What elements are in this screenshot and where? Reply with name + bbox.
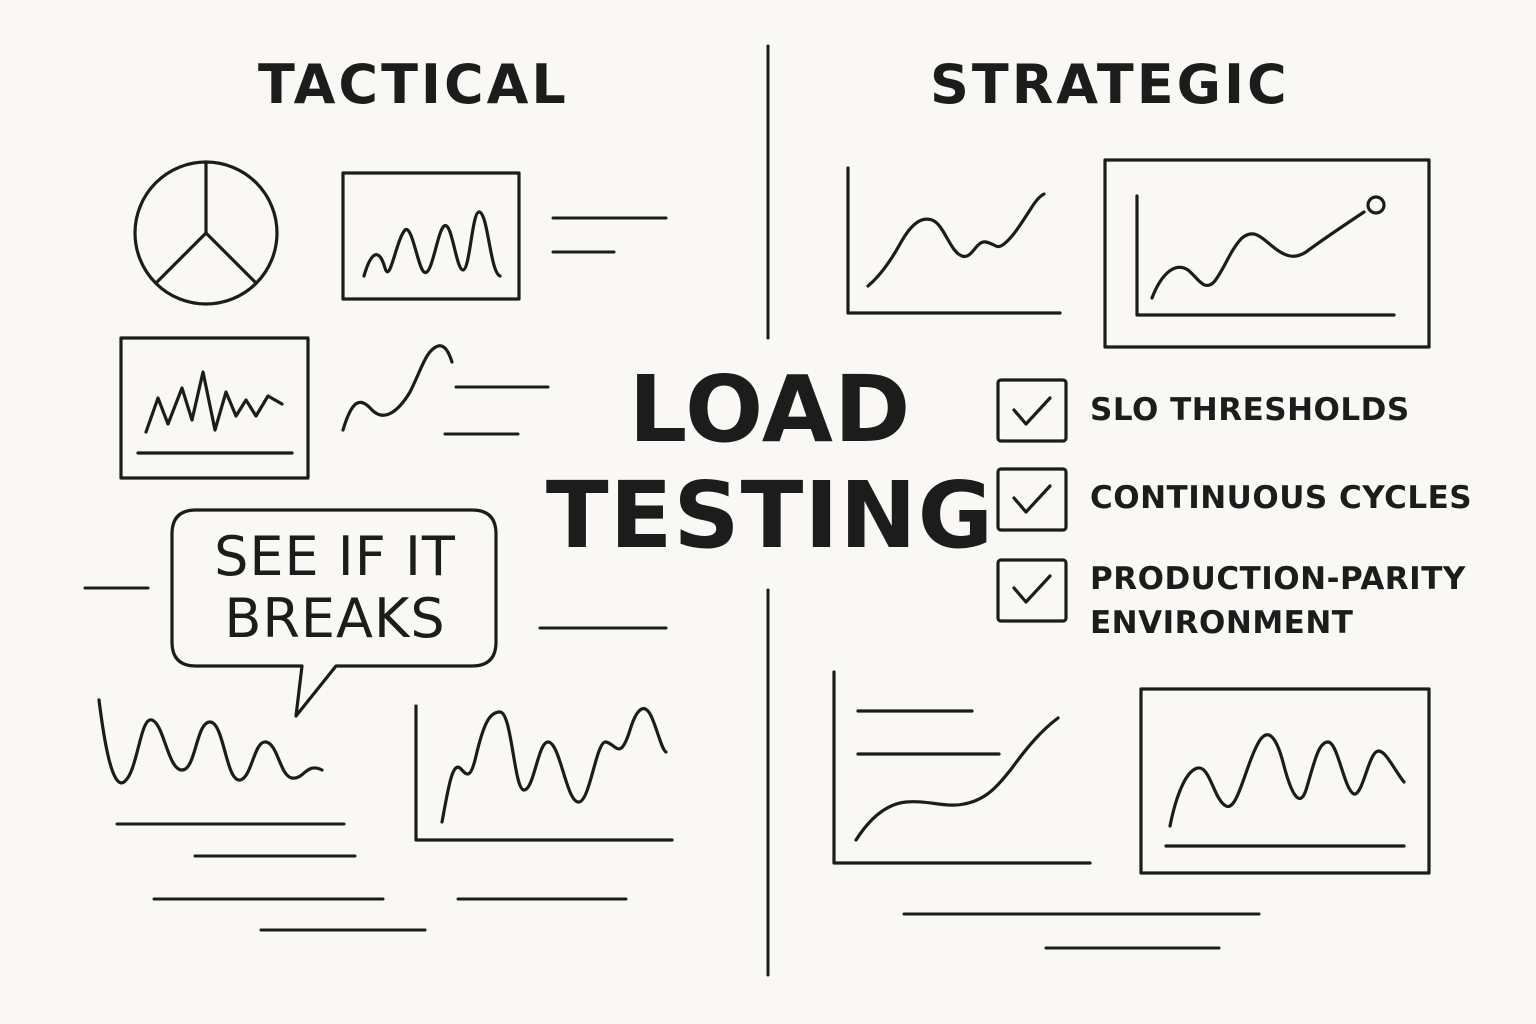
framed-growth-chart <box>1103 158 1431 349</box>
strategic-heading: STRATEGIC <box>930 53 1290 116</box>
line-chart-icon <box>846 166 1062 315</box>
free-wave-line <box>97 698 324 785</box>
checklist-label-line: ENVIRONMENT <box>1090 605 1354 641</box>
axis-s-curve-chart <box>832 670 1092 865</box>
tactical-heading: TACTICAL <box>258 53 569 116</box>
checklist-label-production-parity: PRODUCTION-PARITY ENVIRONMENT <box>1090 557 1466 645</box>
center-title-line-1: LOAD <box>628 356 912 463</box>
checkmark-icon <box>1012 396 1052 426</box>
checkbox-2 <box>996 467 1068 532</box>
framed-wave-chart-3 <box>1139 687 1431 875</box>
framed-wave-chart-2 <box>119 336 310 480</box>
pie-chart-icon <box>133 160 279 306</box>
speech-bubble-text-line-2: BREAKS <box>224 587 446 650</box>
checklist-label-line: PRODUCTION-PARITY <box>1090 561 1466 597</box>
speech-bubble-icon <box>170 508 498 718</box>
framed-wave-chart-1 <box>341 171 521 301</box>
speech-bubble-text-line-1: SEE IF IT <box>214 525 456 588</box>
checkmark-icon <box>1012 484 1052 514</box>
center-title-line-2: TESTING <box>545 462 995 569</box>
checklist-label-slo-thresholds: SLO THRESHOLDS <box>1090 388 1410 432</box>
free-trend-line <box>341 344 454 432</box>
axis-wave-chart <box>414 704 674 842</box>
checklist-label-line: SLO THRESHOLDS <box>1090 392 1410 428</box>
checklist-label-line: CONTINUOUS CYCLES <box>1090 480 1473 516</box>
checkmark-icon <box>1012 574 1052 604</box>
checkbox-1 <box>996 378 1068 443</box>
checklist-label-continuous-cycles: CONTINUOUS CYCLES <box>1090 476 1472 520</box>
checkbox-3 <box>996 558 1068 623</box>
